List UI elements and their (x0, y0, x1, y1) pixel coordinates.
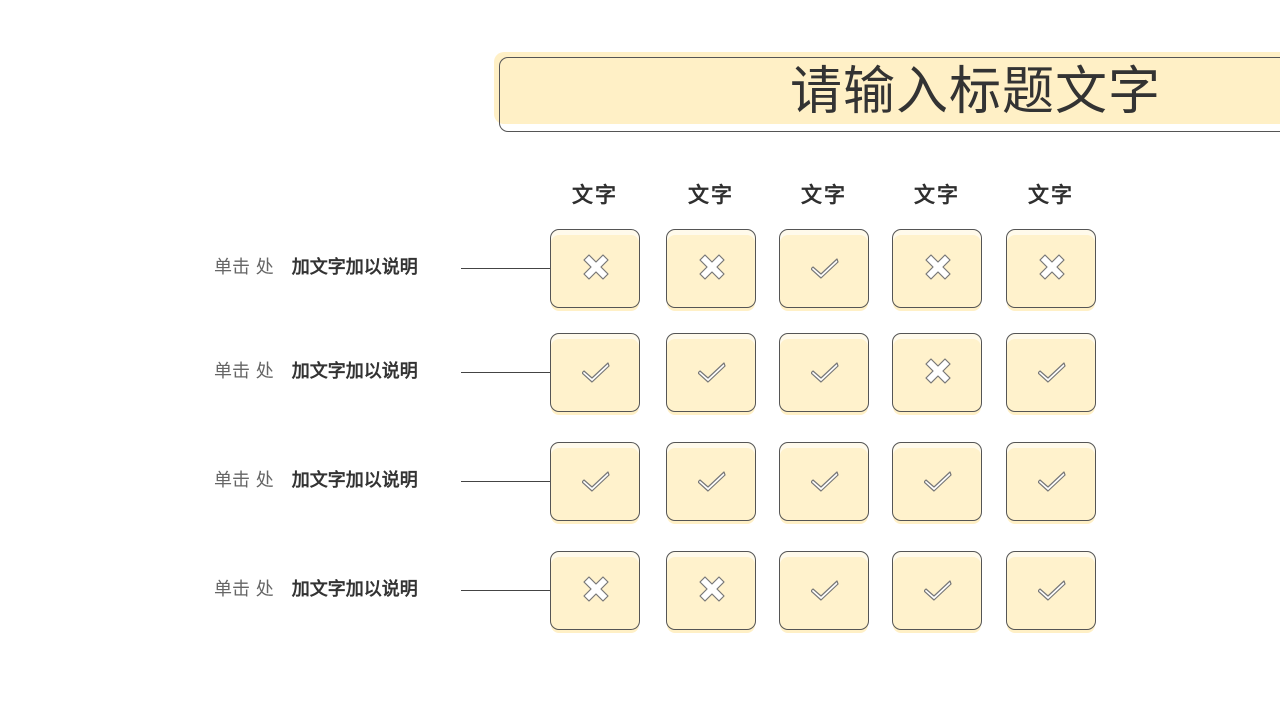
cell-frame (550, 333, 640, 412)
row-label-prefix: 单击 处 (214, 361, 274, 382)
grid-cell-r2-c4[interactable] (892, 333, 982, 415)
cell-frame (1006, 551, 1096, 630)
row-label-1[interactable]: 单击 处加文字加以说明 (214, 253, 454, 283)
cell-frame (779, 442, 869, 521)
cell-frame (666, 442, 756, 521)
row-label-description: 加文字加以说明 (291, 579, 418, 600)
cell-frame (892, 551, 982, 630)
grid-cell-r1-c2[interactable] (666, 229, 756, 311)
cell-frame (1006, 333, 1096, 412)
grid-cell-r4-c1[interactable] (550, 551, 640, 633)
cell-frame (892, 442, 982, 521)
column-header-2[interactable]: 文字 (688, 182, 734, 207)
page-title[interactable]: 请输入标题文字 (790, 62, 1162, 122)
row-connector-line (461, 372, 550, 373)
grid-cell-r1-c4[interactable] (892, 229, 982, 311)
grid-cell-r2-c5[interactable] (1006, 333, 1096, 415)
column-header-1[interactable]: 文字 (572, 182, 618, 207)
grid-cell-r1-c1[interactable] (550, 229, 640, 311)
grid-cell-r3-c2[interactable] (666, 442, 756, 524)
grid-cell-r1-c5[interactable] (1006, 229, 1096, 311)
cell-frame (779, 229, 869, 308)
row-label-prefix: 单击 处 (214, 257, 274, 278)
column-header-3[interactable]: 文字 (801, 182, 847, 207)
row-label-4[interactable]: 单击 处加文字加以说明 (214, 575, 454, 605)
column-header-4[interactable]: 文字 (914, 182, 960, 207)
cell-frame (666, 333, 756, 412)
row-label-description: 加文字加以说明 (291, 257, 418, 278)
grid-cell-r3-c5[interactable] (1006, 442, 1096, 524)
grid-cell-r2-c2[interactable] (666, 333, 756, 415)
grid-cell-r1-c3[interactable] (779, 229, 869, 311)
grid-cell-r3-c1[interactable] (550, 442, 640, 524)
title-banner: 请输入标题文字 (494, 52, 1280, 132)
row-connector-line (461, 268, 550, 269)
cell-frame (550, 442, 640, 521)
row-label-prefix: 单击 处 (214, 470, 274, 491)
grid-cell-r3-c4[interactable] (892, 442, 982, 524)
row-label-description: 加文字加以说明 (291, 361, 418, 382)
grid-cell-r2-c1[interactable] (550, 333, 640, 415)
grid-cell-r4-c4[interactable] (892, 551, 982, 633)
row-label-prefix: 单击 处 (214, 579, 274, 600)
grid-cell-r2-c3[interactable] (779, 333, 869, 415)
column-header-5[interactable]: 文字 (1028, 182, 1074, 207)
title-banner-fill (494, 52, 1280, 124)
row-connector-line (461, 590, 550, 591)
cell-frame (779, 333, 869, 412)
title-banner-frame (499, 57, 1280, 132)
row-connector-line (461, 481, 550, 482)
grid-cell-r3-c3[interactable] (779, 442, 869, 524)
row-label-2[interactable]: 单击 处加文字加以说明 (214, 357, 454, 387)
cell-frame (1006, 442, 1096, 521)
grid-cell-r4-c5[interactable] (1006, 551, 1096, 633)
grid-cell-r4-c3[interactable] (779, 551, 869, 633)
row-label-description: 加文字加以说明 (291, 470, 418, 491)
grid-cell-r4-c2[interactable] (666, 551, 756, 633)
cell-frame (779, 551, 869, 630)
row-label-3[interactable]: 单击 处加文字加以说明 (214, 466, 454, 496)
